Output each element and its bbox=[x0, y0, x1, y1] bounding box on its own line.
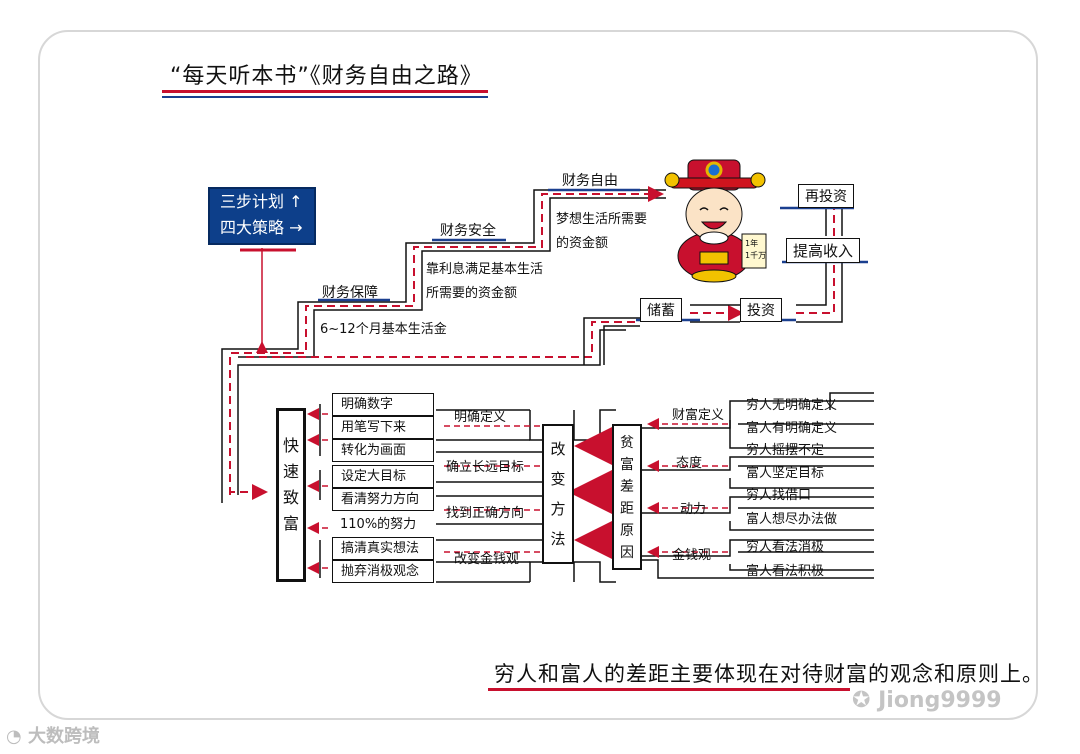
get-rich-label: 快速致富 bbox=[283, 433, 299, 537]
watermark-logo-icon: ◔ bbox=[6, 726, 28, 747]
mascot-scroll: 1年 1千万 bbox=[745, 238, 766, 262]
contrast-1: 穷人无明确定义 bbox=[746, 394, 837, 413]
watermark-right: ✪ Jiong9999 bbox=[852, 688, 1002, 713]
step-security-label: 财务保障 bbox=[322, 282, 378, 302]
title-underline bbox=[162, 90, 488, 93]
cause-4: 金钱观 bbox=[672, 544, 711, 563]
get-rich-box: 快速致富 bbox=[276, 408, 306, 582]
wechat-icon: ✪ bbox=[852, 688, 878, 713]
invest-box: 投资 bbox=[740, 298, 782, 322]
method-4: 改变金钱观 bbox=[454, 548, 519, 567]
raise-income-box: 提高收入 bbox=[786, 238, 860, 263]
left-item-3: 转化为画面 bbox=[332, 439, 434, 462]
step-freedom-label: 财务自由 bbox=[562, 170, 618, 190]
title-underline-blue bbox=[162, 96, 488, 98]
summary-text: 穷人和富人的差距主要体现在对待财富的观念和原则上。 bbox=[494, 658, 1044, 688]
change-method-label: 改变方法 bbox=[550, 434, 566, 554]
contrast-2: 富人有明确定义 bbox=[746, 417, 837, 436]
watermark-left-text: 大数跨境 bbox=[28, 726, 100, 747]
sign-line1: 三步计划 bbox=[220, 192, 284, 211]
cause-1: 财富定义 bbox=[672, 404, 724, 423]
contrast-5: 穷人找借口 bbox=[746, 484, 811, 503]
sign-line2: 四大策略 bbox=[220, 218, 284, 237]
wealth-gap-box: 贫富差距原因 bbox=[612, 424, 642, 570]
watermark-right-text: Jiong9999 bbox=[878, 688, 1001, 713]
step-freedom-desc1: 梦想生活所需要 bbox=[556, 208, 647, 227]
signboard: 三步计划 ↑ 四大策略 → bbox=[208, 187, 316, 245]
scroll-line2: 1千万 bbox=[745, 250, 766, 262]
cause-3: 动力 bbox=[680, 498, 706, 517]
left-item-4: 设定大目标 bbox=[332, 465, 434, 488]
change-method-box: 改变方法 bbox=[542, 424, 574, 564]
left-item-2: 用笔写下来 bbox=[332, 416, 434, 439]
step-safety-desc2: 所需要的资金额 bbox=[426, 282, 517, 301]
arrow-up-icon: ↑ bbox=[289, 192, 302, 211]
arrow-right-icon: → bbox=[289, 218, 302, 237]
page-title: “每天听本书”《财务自由之路》 bbox=[170, 58, 483, 90]
contrast-3: 穷人摇摆不定 bbox=[746, 439, 824, 458]
summary-underline bbox=[488, 688, 850, 691]
scroll-line1: 1年 bbox=[745, 238, 766, 250]
method-3: 找到正确方向 bbox=[446, 502, 524, 521]
contrast-4: 富人坚定目标 bbox=[746, 462, 824, 481]
step-safety-label: 财务安全 bbox=[440, 220, 496, 240]
step-freedom-desc2: 的资金额 bbox=[556, 232, 608, 251]
left-item-8: 抛弃消极观念 bbox=[332, 560, 434, 583]
reinvest-box: 再投资 bbox=[798, 184, 854, 208]
watermark-left: ◔ 大数跨境 bbox=[6, 722, 100, 748]
left-item-6: 110%的努力 bbox=[332, 514, 434, 537]
step-security-desc: 6~12个月基本生活金 bbox=[320, 318, 447, 337]
contrast-7: 穷人看法消极 bbox=[746, 536, 824, 555]
left-item-5: 看清努力方向 bbox=[332, 488, 434, 511]
save-box: 储蓄 bbox=[640, 298, 682, 322]
wealth-gap-label: 贫富差距原因 bbox=[620, 432, 635, 564]
contrast-8: 富人看法积极 bbox=[746, 560, 824, 579]
method-2: 确立长远目标 bbox=[446, 456, 524, 475]
step-safety-desc1: 靠利息满足基本生活 bbox=[426, 258, 543, 277]
cause-2: 态度 bbox=[676, 452, 702, 471]
method-1: 明确定义 bbox=[454, 406, 506, 425]
contrast-6: 富人想尽办法做 bbox=[746, 508, 837, 527]
left-item-1: 明确数字 bbox=[332, 393, 434, 416]
red-arrows bbox=[582, 446, 612, 540]
left-item-7: 搞清真实想法 bbox=[332, 537, 434, 560]
mascot bbox=[665, 160, 766, 282]
